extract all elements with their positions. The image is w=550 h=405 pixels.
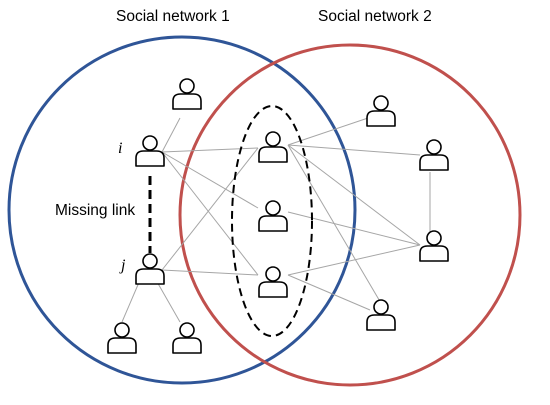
user-icon (366, 299, 396, 331)
edge (161, 151, 259, 209)
edge (161, 147, 259, 271)
user-icon (419, 139, 449, 171)
edge (161, 147, 259, 153)
edge (161, 117, 181, 153)
edge (287, 274, 371, 311)
edge (155, 279, 181, 323)
edge (287, 244, 421, 276)
edge (287, 211, 421, 246)
network-2-title: Social network 2 (318, 8, 432, 25)
node-label-j: j (121, 257, 126, 274)
social-network-2-circle (178, 43, 522, 387)
user-icon-j (135, 253, 165, 285)
user-icon (366, 95, 396, 127)
edge (161, 151, 259, 276)
edge (287, 144, 421, 246)
network-1-title: Social network 1 (116, 8, 230, 25)
user-icon (172, 322, 202, 354)
user-icon-i (135, 135, 165, 167)
user-icon-anchor (258, 266, 288, 298)
user-icon (107, 322, 137, 354)
edge (287, 144, 386, 311)
user-icon (419, 230, 449, 262)
edges (121, 117, 431, 323)
node-label-i: i (118, 140, 123, 157)
user-icon (172, 78, 202, 110)
social-network-1-circle (7, 35, 357, 385)
user-icon-anchor (258, 200, 288, 232)
edge (121, 279, 141, 323)
user-icon-anchor (258, 131, 288, 163)
missing-link-label: Missing link (54, 202, 137, 220)
edge (287, 144, 421, 156)
edge (161, 269, 259, 276)
anchor-nodes-ellipse (231, 105, 313, 337)
